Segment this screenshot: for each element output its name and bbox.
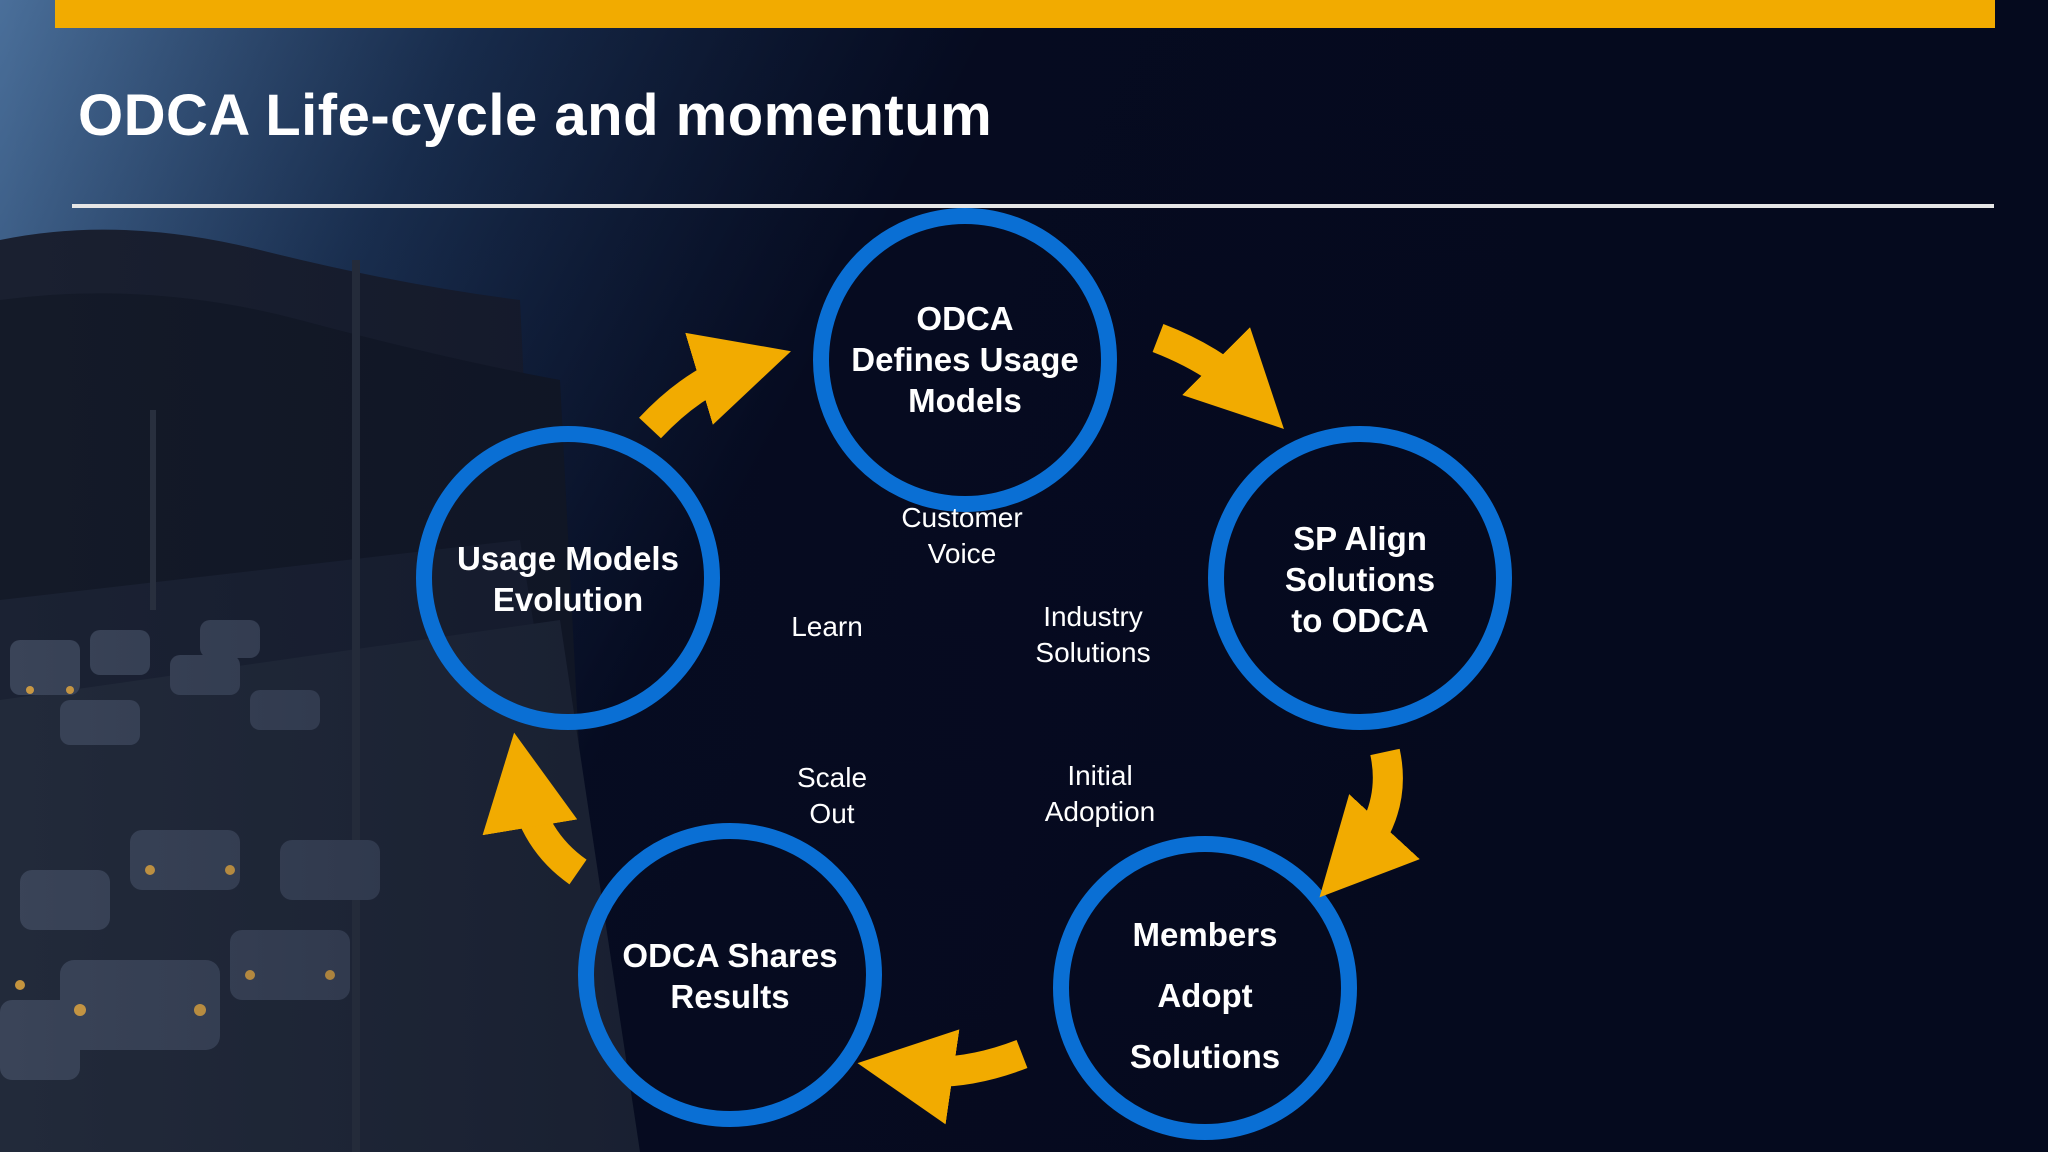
node-evolve-line-2: Evolution: [492, 581, 644, 618]
node-circle-align: [1208, 426, 1512, 730]
cycle-arrow-evolve-to-define: [639, 332, 791, 439]
node-adopt-line-2: Adopt: [1157, 977, 1253, 1014]
node-share-line-1: ODCA Shares: [622, 937, 838, 974]
node-align-line-1: SP Align: [1293, 520, 1427, 557]
flow-customer-voice-line-1: Customer: [901, 502, 1023, 533]
node-adopt-line-3: Solutions: [1129, 1038, 1281, 1075]
node-circle-evolve: [416, 426, 720, 730]
flow-industry-solutions-line-2: Solutions: [1035, 637, 1151, 668]
title-divider: [72, 204, 1994, 208]
node-circle-define: [813, 208, 1117, 512]
flow-label-scale-out: Scale Out: [732, 760, 932, 832]
cycle-arrow-share-to-evolve: [482, 732, 587, 885]
node-label-share: ODCA Shares Results: [590, 935, 870, 1017]
node-circle-adopt: [1053, 836, 1357, 1140]
node-label-adopt: Members Adopt Solutions: [1075, 904, 1335, 1087]
cycle-arrow-define-to-align: [1152, 324, 1284, 429]
flow-label-initial-adoption: Initial Adoption: [1000, 758, 1200, 830]
node-define-line-3: Models: [908, 382, 1022, 419]
flow-industry-solutions-line-1: Industry: [1043, 601, 1143, 632]
node-align-line-3: to ODCA: [1291, 602, 1429, 639]
node-align-line-2: Solutions: [1284, 561, 1436, 598]
flow-customer-voice-line-2: Voice: [927, 538, 997, 569]
flow-initial-adoption-line-2: Adoption: [1044, 796, 1156, 827]
node-evolve-line-1: Usage Models: [457, 540, 679, 577]
node-label-define: ODCA Defines Usage Models: [835, 298, 1095, 421]
flow-label-customer-voice: Customer Voice: [862, 500, 1062, 572]
flow-learn-line-1: Learn: [791, 611, 863, 642]
node-label-align: SP Align Solutions to ODCA: [1230, 518, 1490, 641]
cycle-arrow-align-to-adopt: [1319, 748, 1420, 898]
node-share-line-2: Results: [670, 978, 790, 1015]
node-adopt-line-1: Members: [1132, 916, 1278, 953]
slide-title: ODCA Life-cycle and momentum: [78, 83, 993, 148]
flow-label-industry-solutions: Industry Solutions: [993, 599, 1193, 671]
cycle-arrow-adopt-to-share: [857, 1029, 1028, 1125]
top-accent-bar: [55, 0, 1995, 28]
flow-initial-adoption-line-1: Initial: [1067, 760, 1133, 791]
node-define-line-2: Defines Usage: [851, 341, 1079, 378]
node-label-evolve: Usage Models Evolution: [428, 538, 708, 620]
node-circle-share: [578, 823, 882, 1127]
node-define-line-1: ODCA: [916, 300, 1014, 337]
flow-scale-out-line-2: Out: [809, 798, 855, 829]
flow-scale-out-line-1: Scale: [796, 762, 868, 793]
flow-label-learn: Learn: [727, 609, 927, 645]
